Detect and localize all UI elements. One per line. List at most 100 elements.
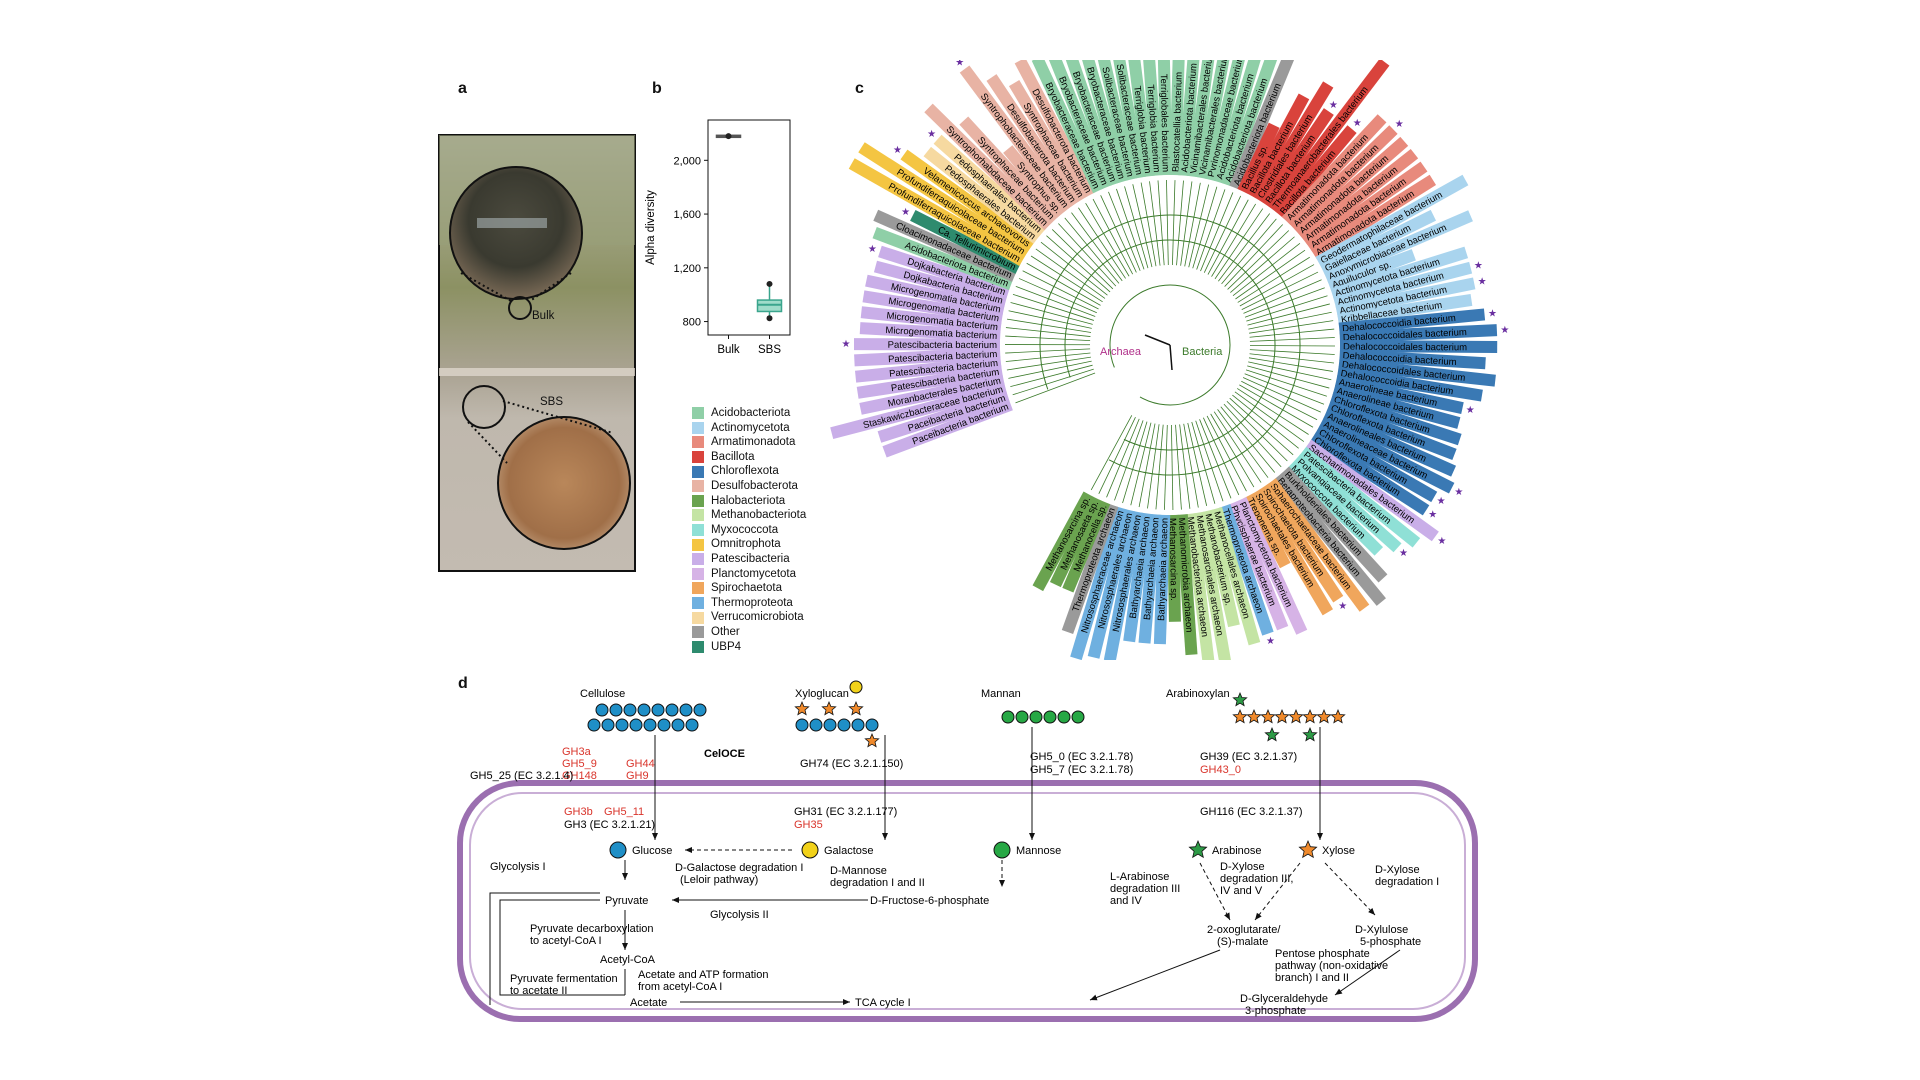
tree-leaf-branch — [1130, 422, 1152, 506]
tree-leaf-star: ★ — [1428, 510, 1437, 521]
tree-leaf-branch — [1234, 391, 1305, 442]
tree-leaf-branch — [1108, 191, 1141, 271]
tree-leaf-highlight — [1260, 108, 1334, 208]
tree-leaf-star: ★ — [927, 129, 936, 140]
tree-leaf-highlight — [1327, 249, 1416, 292]
tree-leaf-highlight — [1177, 60, 1202, 177]
oxoglutarate-to-tca-arrow — [1089, 949, 1221, 1001]
legend-swatch — [692, 626, 704, 639]
tree-leaf-branch — [1005, 348, 1091, 354]
enzyme-gh31: GH31 (EC 3.2.1.177) — [794, 806, 897, 818]
x-tick-label: Bulk — [717, 344, 740, 356]
legend-swatch — [692, 480, 704, 493]
tree-leaf-highlight — [1339, 340, 1498, 354]
tree-leaf-branch — [1015, 285, 1096, 317]
process-ppp-line2: pathway (non-oxidative — [1275, 960, 1388, 972]
xylose-unit — [1232, 708, 1248, 724]
metabolite-galactose: Galactose — [824, 845, 874, 857]
glucose-icon — [609, 841, 627, 859]
legend-item: Planctomycetota — [692, 567, 806, 582]
tree-leaf-highlight — [878, 245, 1011, 299]
legend-item: Spirochaetota — [692, 581, 806, 596]
tree-leaf-highlight — [1288, 125, 1398, 232]
enzyme-gh3a: GH3a — [562, 746, 592, 758]
enzyme-gh5-25: GH5_25 (EC 3.2.1.4) — [470, 770, 573, 782]
enzyme-gh116: GH116 (EC 3.2.1.37) — [1200, 806, 1303, 818]
tree-leaf-text: Dehalococcoidales bacterium — [1343, 342, 1467, 354]
tree-leaf-star: ★ — [1437, 536, 1446, 547]
tree-leaf-branch — [1227, 230, 1290, 290]
tree-leaf-highlight — [1305, 161, 1428, 253]
y-axis-label: Alpha diversity — [645, 190, 657, 265]
tree-leaf-branch — [1244, 287, 1325, 318]
tree-leaf-branch — [1006, 318, 1092, 333]
xylose-unit — [1274, 708, 1290, 724]
tree-leaf-branch — [1012, 368, 1094, 396]
xylose-icon — [1298, 839, 1318, 859]
tree-leaf-branch — [1132, 184, 1153, 268]
tree-leaf-branch — [1018, 278, 1097, 314]
tree-leaf-branch — [1187, 422, 1208, 506]
legend-item: Thermoproteota — [692, 596, 806, 611]
plot-frame — [707, 119, 791, 336]
mannose-unit — [1071, 710, 1085, 724]
tree-leaf-branch — [1005, 352, 1091, 362]
legend-item: Myxococcota — [692, 523, 806, 538]
tree-leaf-highlight — [1281, 114, 1387, 225]
legend-label: Armatimonadota — [711, 436, 796, 449]
metabolite-xylose: Xylose — [1322, 845, 1355, 857]
tree-leaf-branch — [1214, 208, 1264, 280]
tree-leaf-highlight — [1220, 60, 1281, 187]
enzyme-gh3b: GH3b — [564, 806, 593, 818]
tree-leaf-branch — [1230, 236, 1295, 293]
process-arabinose-degradation-line3: and IV — [1110, 895, 1142, 907]
tree-leaf-highlight — [1167, 514, 1181, 622]
tree-leaf-branch — [1229, 397, 1294, 456]
tree-leaf-highlight — [854, 347, 1001, 367]
legend-item: Acidobacteriota — [692, 406, 806, 421]
enzyme-gh5-11: GH5_11 — [604, 806, 644, 818]
enzyme-gh44: GH44 — [626, 758, 655, 770]
tree-leaf-branch — [1249, 345, 1335, 347]
tree-leaf-highlight — [848, 158, 1026, 266]
tree-leaf-branch — [1010, 364, 1093, 388]
glucose-unit — [685, 718, 699, 732]
tree-leaf-branch — [1218, 213, 1271, 282]
tree-leaf-highlight — [1212, 60, 1266, 184]
tree-leaf-branch — [1249, 337, 1335, 342]
box-body — [756, 299, 783, 313]
tree-leaf-highlight — [1322, 408, 1457, 477]
tree-leaf-highlight — [1318, 416, 1455, 494]
glucose-unit — [865, 718, 879, 732]
legend-swatch — [692, 421, 704, 434]
xylulose-to-g3p-arrow — [1334, 949, 1401, 996]
tree-leaf-branch — [1164, 424, 1168, 510]
legend-label: Chloroflexota — [711, 465, 779, 478]
legend-item: Actinomycetota — [692, 421, 806, 436]
tree-leaf-branch — [1051, 229, 1114, 290]
tree-leaf-highlight — [1008, 80, 1089, 202]
process-xylose-degradation-a-line3: IV and V — [1220, 885, 1263, 897]
tree-leaf-highlight — [1031, 60, 1104, 194]
legend-swatch — [692, 465, 704, 478]
tree-leaf-branch — [1213, 411, 1262, 483]
tree-leaf-branch — [1249, 320, 1334, 334]
mannose-unit — [1001, 710, 1015, 724]
tree-leaf-highlight — [1186, 60, 1221, 178]
tree-leaf-branch — [1140, 182, 1157, 267]
process-acetate-atp-line1: Acetate and ATP formation — [638, 969, 768, 981]
tree-leaf-star: ★ — [901, 207, 910, 218]
tree-leaf-branch — [1196, 189, 1226, 270]
tree-leaf-highlight — [1339, 324, 1498, 344]
tree-leaf-branch — [1241, 271, 1319, 311]
archaea-label: Archaea — [1100, 346, 1142, 358]
tree-leaf-branch — [1100, 195, 1137, 273]
tree-leaf-highlight — [959, 65, 1074, 213]
tree-leaf-star: ★ — [893, 145, 902, 156]
tree-leaf-branch — [1184, 182, 1201, 267]
tree-leaf-text: Methanosarcina sp. — [1167, 518, 1179, 601]
legend-swatch — [692, 567, 704, 580]
tree-leaf-highlight — [1077, 60, 1129, 184]
tree-leaf-star: ★ — [1399, 548, 1408, 559]
